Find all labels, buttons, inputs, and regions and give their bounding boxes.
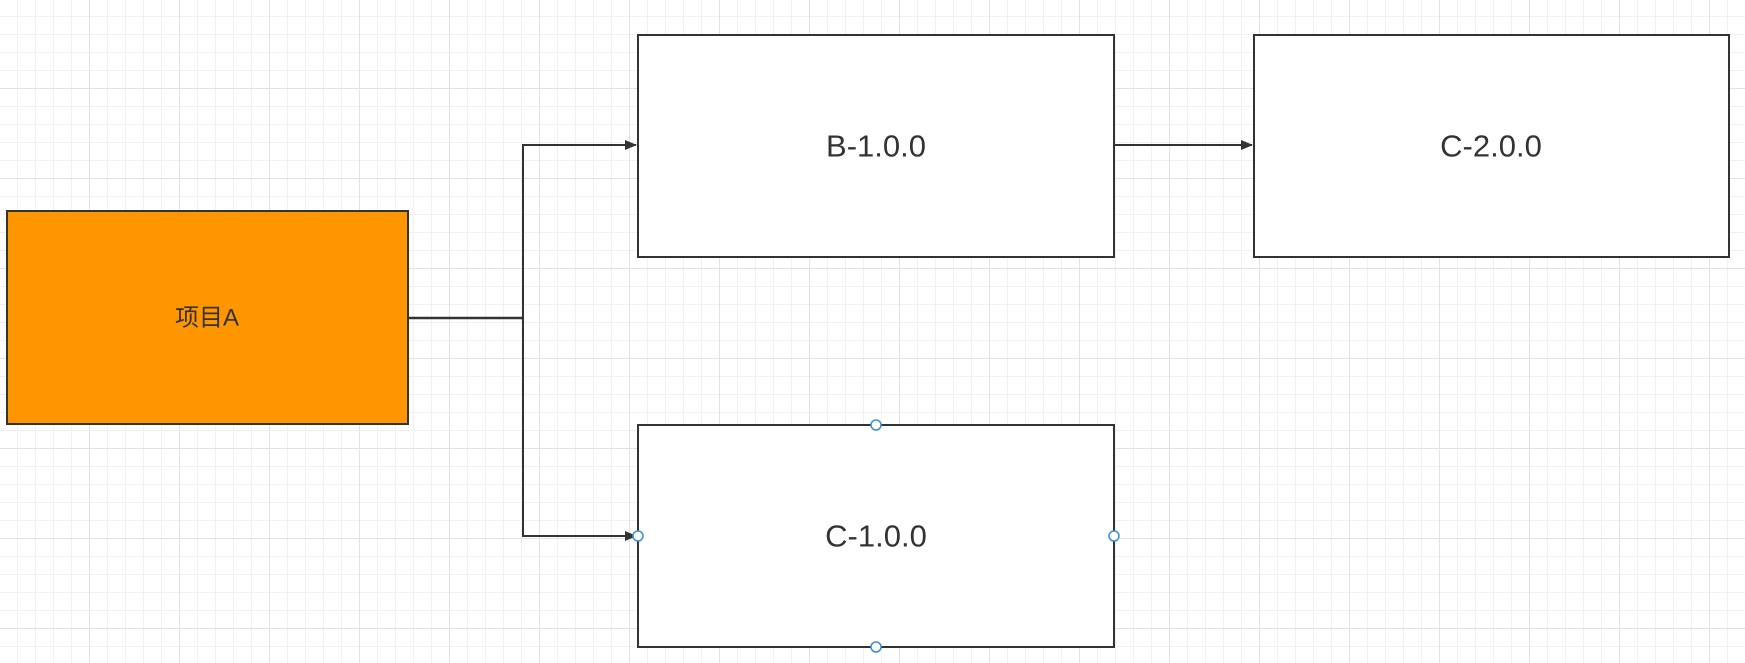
selection-handle-top[interactable]: [870, 419, 882, 431]
node-c-2-0-0-label: C-2.0.0: [1440, 129, 1542, 164]
connectors: [408, 140, 1253, 541]
node-project-a[interactable]: 项目A: [6, 210, 409, 425]
node-c-1-0-0-box[interactable]: [637, 424, 1115, 648]
selection-handle-bottom[interactable]: [870, 641, 882, 653]
connector-project-a-to-b-1-0-0[interactable]: [522, 140, 637, 318]
node-b-1-0-0-box[interactable]: [637, 34, 1115, 258]
connector-project-a-to-c-1-0-0[interactable]: [522, 318, 637, 541]
node-project-a-label: 项目A: [175, 305, 239, 332]
selection-handle-left[interactable]: [632, 530, 644, 542]
node-b-1-0-0-label: B-1.0.0: [826, 129, 926, 164]
node-c-2-0-0-box[interactable]: [1253, 34, 1730, 258]
node-c-1-0-0-label: C-1.0.0: [825, 519, 927, 554]
node-b-1-0-0[interactable]: B-1.0.0: [637, 34, 1115, 258]
node-c-2-0-0[interactable]: C-2.0.0: [1253, 34, 1730, 258]
node-c-1-0-0[interactable]: C-1.0.0: [632, 419, 1120, 653]
selection-handle-right[interactable]: [1108, 530, 1120, 542]
node-project-a-box[interactable]: [6, 210, 409, 425]
selection-handles: [632, 419, 1120, 653]
